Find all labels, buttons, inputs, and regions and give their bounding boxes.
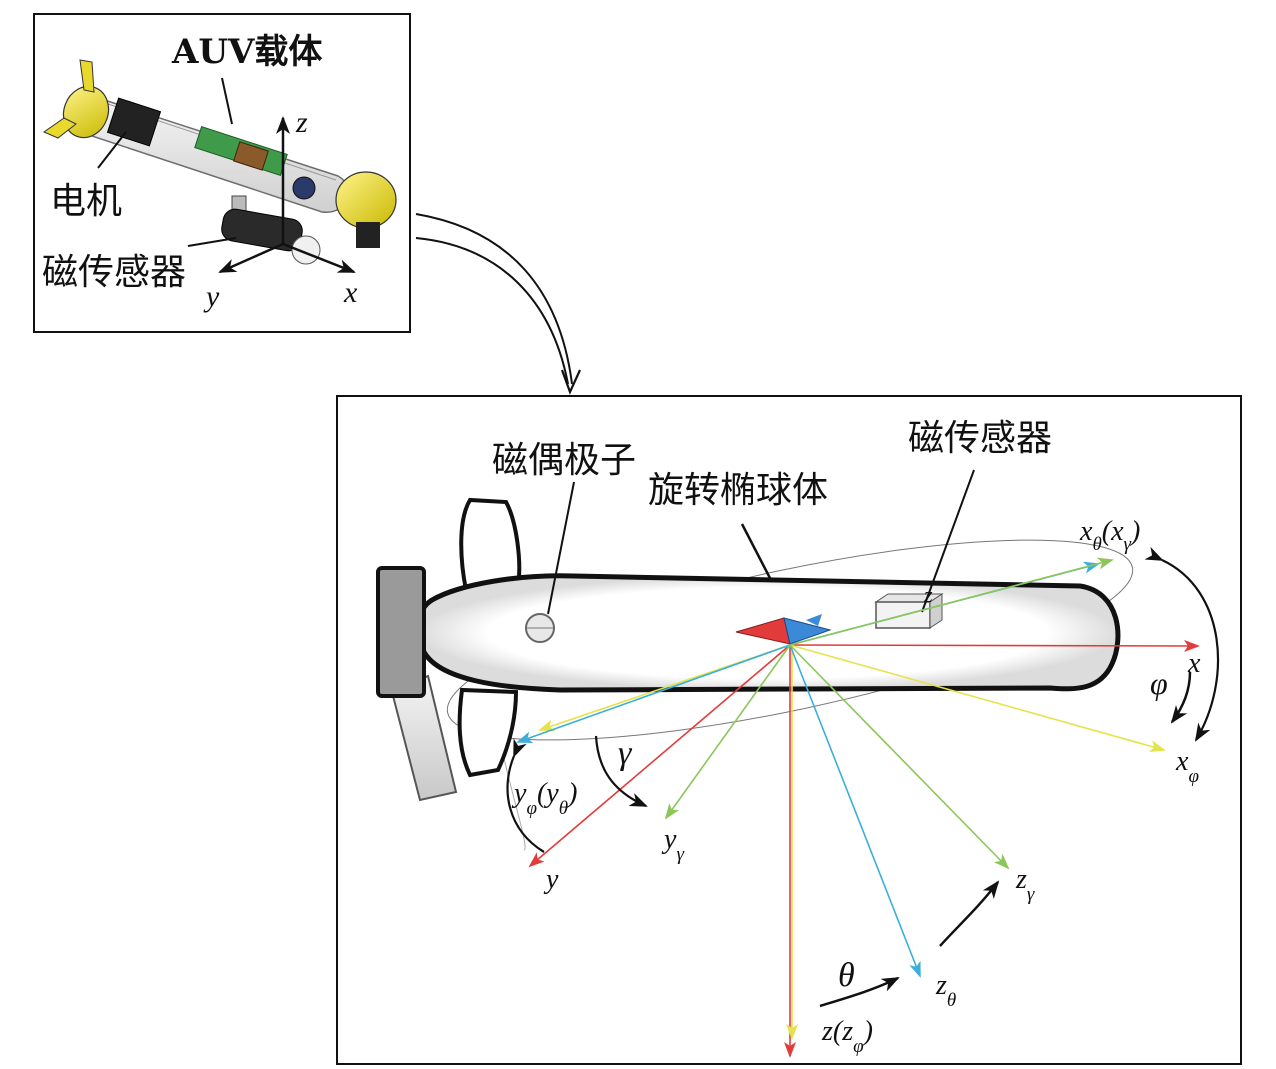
top-axis-y: y bbox=[203, 280, 220, 313]
auv-title-label: AUV载体 bbox=[171, 32, 322, 72]
bottom-fin bbox=[457, 687, 519, 778]
tail-disk bbox=[376, 566, 426, 698]
arc-theta bbox=[819, 976, 900, 1008]
center-direction-marker bbox=[735, 614, 832, 645]
axis-x-gamma-line bbox=[789, 557, 1114, 646]
arc-z-gamma bbox=[939, 880, 1000, 947]
arc-gamma bbox=[594, 735, 648, 808]
angle-theta: θ bbox=[838, 957, 855, 994]
arc-y bbox=[506, 738, 545, 853]
auv-local-axes bbox=[218, 116, 356, 274]
motor-label: 电机 bbox=[50, 181, 122, 222]
axis-z-gamma-line bbox=[789, 644, 1010, 870]
coordinate-axes bbox=[516, 557, 1200, 1058]
label-x: x bbox=[1187, 648, 1201, 679]
rotation-arcs bbox=[506, 546, 1220, 1008]
label-x-theta: xθ(xγ) bbox=[1079, 516, 1140, 555]
arc-x-big bbox=[1144, 546, 1220, 742]
ellipsoid-label: 旋转椭球体 bbox=[648, 470, 828, 511]
leader-ellipsoid bbox=[740, 523, 774, 583]
top-axis-x: x bbox=[343, 276, 358, 309]
label-y-gamma: yγ bbox=[661, 824, 684, 865]
arc-phi bbox=[1170, 671, 1192, 724]
axis-y-theta-line bbox=[516, 644, 791, 743]
axis-x-line bbox=[789, 639, 1200, 652]
axis-x-phi-line bbox=[789, 644, 1166, 752]
label-z: z(zφ) bbox=[821, 1016, 873, 1057]
leader-sensor bbox=[187, 237, 237, 247]
angle-phi: φ bbox=[1150, 665, 1168, 701]
sensor-axis-label: z bbox=[923, 582, 933, 607]
label-y-phi: yφ(yθ) bbox=[511, 778, 577, 819]
leader-motor bbox=[97, 131, 127, 169]
leader-dipole bbox=[547, 481, 575, 615]
rotated-ellipsoid bbox=[446, 539, 1134, 741]
label-x-phi: xφ bbox=[1175, 746, 1199, 787]
angle-gamma: γ bbox=[618, 735, 633, 772]
axis-y-line bbox=[528, 644, 791, 868]
leader-auv bbox=[221, 77, 233, 125]
label-z-gamma: zγ bbox=[1015, 864, 1035, 905]
main-panel: 磁偶极子 旋转椭球体 磁传感器 z x y xφ xθ(xγ) yφ(yθ) y… bbox=[336, 395, 1242, 1065]
top-axis-z: z bbox=[295, 106, 308, 139]
dipole-label: 磁偶极子 bbox=[492, 440, 636, 481]
axis-y-gamma-line bbox=[664, 644, 791, 820]
label-y: y bbox=[543, 864, 559, 895]
top-sensor-label: 磁传感器 bbox=[42, 252, 186, 293]
main-sensor-label: 磁传感器 bbox=[908, 418, 1052, 459]
leader-sensor bbox=[921, 469, 975, 613]
axis-z-theta-line bbox=[789, 644, 921, 978]
auv-photo-panel: AUV载体 电机 磁传感器 z x y bbox=[33, 13, 411, 333]
auv-vehicle-illustration bbox=[42, 59, 397, 265]
panel-connector-arrows bbox=[415, 213, 582, 395]
label-z-theta: zθ bbox=[935, 970, 956, 1011]
